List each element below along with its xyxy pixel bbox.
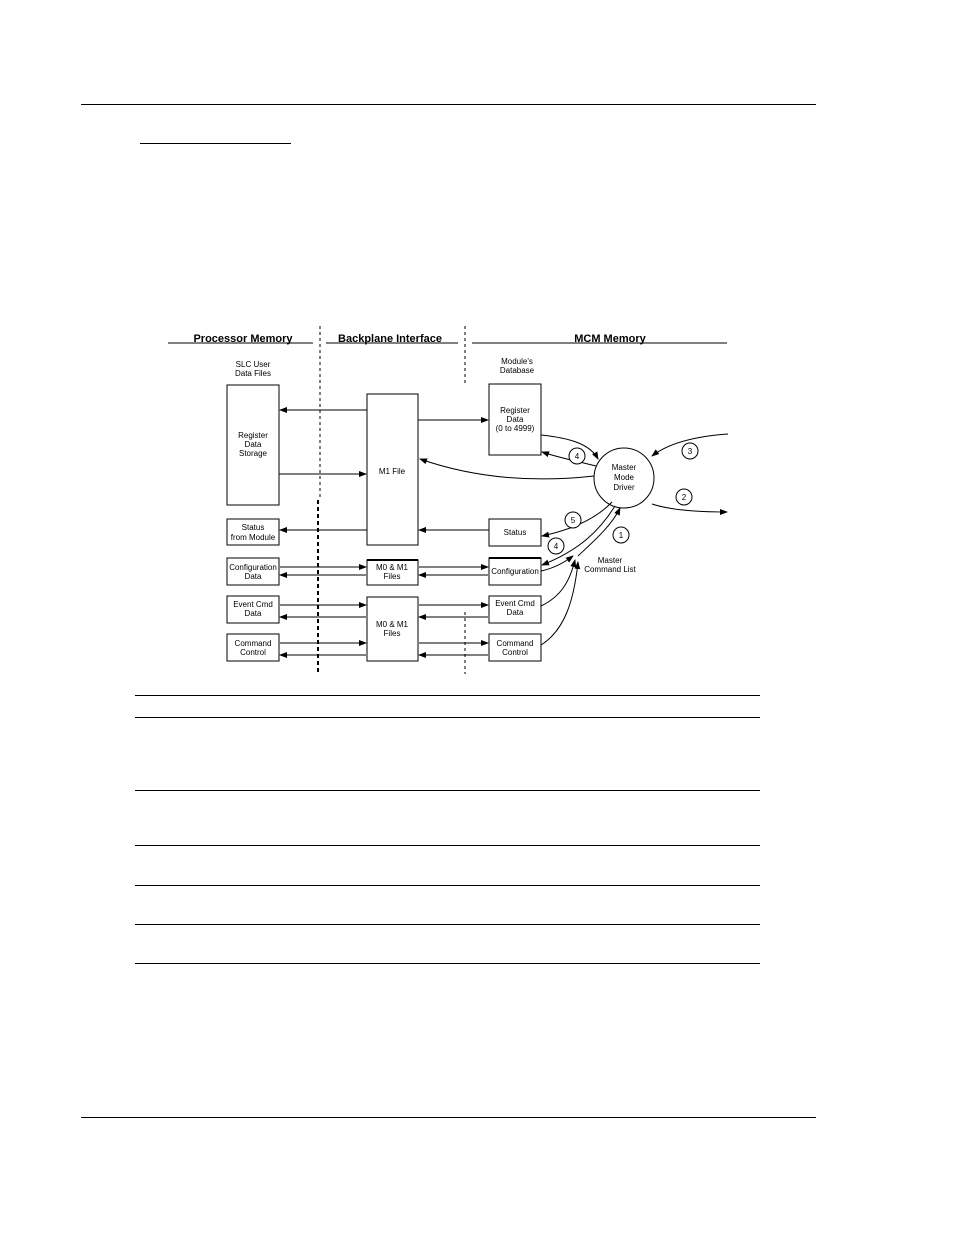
header-rule	[81, 104, 816, 105]
configuration-data-line1: Configuration	[229, 563, 277, 572]
m0-m1-files-box-b	[366, 596, 419, 662]
status-from-module-line1: Status	[242, 523, 265, 532]
table-rule-1	[135, 695, 760, 696]
arrow-driver-to-status	[541, 501, 613, 538]
m1-file-box	[366, 393, 419, 546]
event-cmd-db-line1: Event Cmd	[495, 599, 535, 608]
register-storage-line2: Data	[245, 440, 262, 449]
section-title-underline	[140, 143, 291, 144]
label-master: Master	[598, 556, 623, 565]
m0-m1-files-b-line2: Files	[384, 629, 401, 638]
step-1-label: 1	[619, 531, 624, 540]
step-marker-2	[675, 488, 693, 506]
step-marker-4b	[547, 537, 565, 555]
event-cmd-data-line2: Data	[245, 609, 262, 618]
label-data-files: Data Files	[235, 369, 271, 378]
register-data-db-box	[488, 383, 542, 456]
table-rule-4	[135, 845, 760, 846]
step-4a-label: 4	[575, 452, 580, 461]
table-rule-2	[135, 717, 760, 718]
command-control-db-box	[488, 633, 542, 662]
step-5-label: 5	[571, 516, 576, 525]
event-cmd-db-line2: Data	[507, 608, 524, 617]
command-control-db-line2: Control	[502, 648, 528, 657]
header-backplane-interface: Backplane Interface	[338, 333, 442, 345]
configuration-data-line2: Data	[245, 572, 262, 581]
arrow-driver-to-configuration	[541, 505, 616, 566]
label-command-list: Command List	[584, 565, 636, 574]
table-rule-3	[135, 790, 760, 791]
event-cmd-data-line1: Event Cmd	[233, 600, 273, 609]
configuration-label: Configuration	[491, 567, 539, 576]
command-control-box	[226, 633, 280, 662]
configuration-box	[488, 557, 542, 586]
label-database: Database	[500, 366, 535, 375]
register-db-line1: Register	[500, 406, 530, 415]
step-marker-1	[612, 526, 630, 544]
m1-file-label: M1 File	[379, 467, 406, 476]
step-4b-label: 4	[554, 542, 559, 551]
status-from-module-box	[226, 518, 280, 546]
step-marker-3	[681, 442, 699, 460]
command-control-db-line1: Command	[497, 639, 534, 648]
arrow-configuration-to-command-list	[540, 555, 574, 572]
header-processor-memory: Processor Memory	[193, 333, 293, 345]
arrow-driver-to-m1	[419, 458, 595, 480]
status-label: Status	[504, 528, 527, 537]
master-mode-driver-circle	[593, 447, 655, 509]
arrow-command-list-to-driver	[577, 507, 621, 557]
register-data-storage-box	[226, 384, 280, 506]
step-marker-5	[564, 511, 582, 529]
arrow-external-to-driver	[651, 433, 729, 457]
driver-line2: Mode	[614, 473, 635, 482]
arrow-register-db-to-driver	[540, 434, 599, 460]
arrow-command-control-to-command-list	[540, 561, 581, 646]
step-2-label: 2	[682, 493, 687, 502]
step-marker-4a	[568, 447, 586, 465]
event-cmd-data-box	[226, 595, 280, 624]
m0-m1-files-a-line1: M0 & M1	[376, 563, 409, 572]
table-rule-6	[135, 924, 760, 925]
m0-m1-files-a-line2: Files	[384, 572, 401, 581]
header-mcm-memory: MCM Memory	[574, 333, 646, 345]
table-rule-5	[135, 885, 760, 886]
driver-line1: Master	[612, 463, 637, 472]
status-box	[488, 518, 542, 547]
register-storage-line3: Storage	[239, 449, 268, 458]
arrow-driver-to-external	[651, 503, 728, 515]
register-db-line2: Data	[507, 415, 524, 424]
arrow-event-cmd-to-command-list	[540, 559, 577, 607]
driver-line3: Driver	[613, 483, 635, 492]
step-3-label: 3	[688, 447, 693, 456]
configuration-data-box	[226, 557, 280, 586]
table-rule-7	[135, 963, 760, 964]
m0-m1-files-b-line1: M0 & M1	[376, 620, 409, 629]
label-slc-user: SLC User	[236, 360, 271, 369]
event-cmd-db-box	[488, 595, 542, 624]
register-storage-line1: Register	[238, 431, 268, 440]
footer-rule	[81, 1117, 816, 1118]
command-control-line1: Command	[235, 639, 272, 648]
register-db-line3: (0 to 4999)	[496, 424, 535, 433]
label-modules: Module's	[501, 357, 533, 366]
command-control-line2: Control	[240, 648, 266, 657]
status-from-module-line2: from Module	[231, 533, 276, 542]
